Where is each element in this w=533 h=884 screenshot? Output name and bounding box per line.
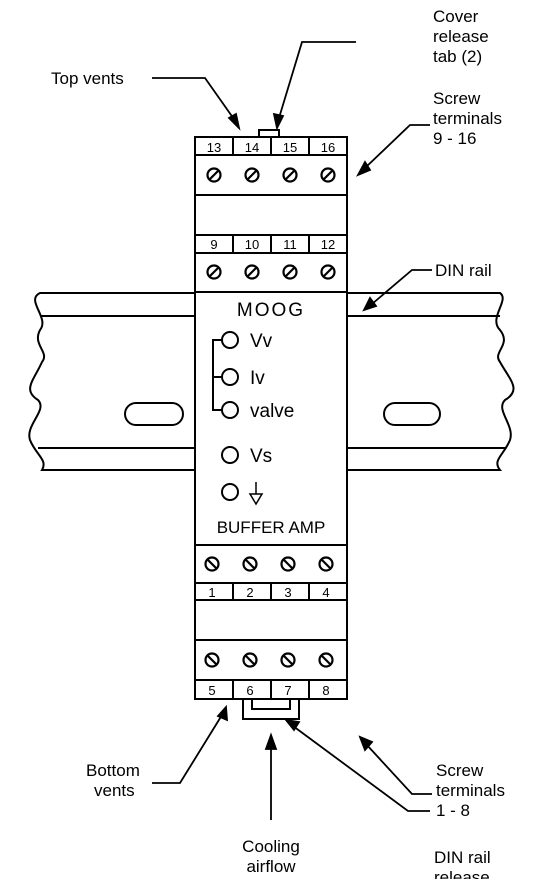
led-vv-icon bbox=[221, 331, 239, 349]
callout-cover-release-3: tab (2) bbox=[433, 47, 482, 66]
screw-icon bbox=[280, 652, 296, 668]
led-ground-icon bbox=[221, 483, 239, 501]
terminal-numbers-lower-mid: 1 2 3 4 bbox=[208, 585, 329, 600]
terminal-4-label: 4 bbox=[322, 585, 329, 600]
callout-cooling-2: airflow bbox=[246, 857, 296, 876]
terminal-6-label: 6 bbox=[246, 683, 253, 698]
led-indicators bbox=[221, 331, 239, 501]
screw-row-16 bbox=[206, 167, 336, 183]
callout-screw-terminals-top-2: terminals bbox=[433, 109, 502, 128]
terminal-1-label: 1 bbox=[208, 585, 215, 600]
callout-screw-terminals-top-3: 9 - 16 bbox=[433, 129, 476, 148]
led-label-iv: Iv bbox=[250, 368, 265, 389]
callout-din-release-2: release bbox=[434, 868, 490, 879]
din-rail bbox=[28, 292, 515, 471]
callout-cover-release-2: release bbox=[433, 27, 489, 46]
screw-row-4 bbox=[204, 556, 334, 572]
screw-icon bbox=[280, 556, 296, 572]
screw-icon bbox=[206, 264, 222, 280]
terminal-5-label: 5 bbox=[208, 683, 215, 698]
screw-icon bbox=[242, 652, 258, 668]
terminal-11-label: 11 bbox=[283, 237, 297, 252]
terminal-numbers-top: 13 14 15 16 bbox=[207, 140, 335, 155]
led-valve-icon bbox=[221, 401, 239, 419]
screw-icon bbox=[244, 264, 260, 280]
terminal-15-label: 15 bbox=[283, 140, 297, 155]
rail-slot-left bbox=[124, 402, 184, 426]
callout-screw-terminals-bottom-2: terminals bbox=[436, 781, 505, 800]
terminal-7-label: 7 bbox=[284, 683, 291, 698]
brand-logo: MOOG bbox=[237, 300, 305, 321]
led-label-vv: Vv bbox=[250, 331, 273, 352]
callout-screw-terminals-bottom-1: Screw bbox=[436, 761, 484, 780]
screw-icon bbox=[282, 264, 298, 280]
screw-icon bbox=[318, 652, 334, 668]
screw-icon bbox=[318, 556, 334, 572]
screw-icon bbox=[204, 652, 220, 668]
terminal-numbers-bottom: 5 6 7 8 bbox=[208, 683, 329, 698]
led-label-valve: valve bbox=[250, 401, 294, 422]
screw-icon bbox=[282, 167, 298, 183]
screw-icon bbox=[244, 167, 260, 183]
screw-icon bbox=[320, 167, 336, 183]
callout-screw-terminals-bottom-3: 1 - 8 bbox=[436, 801, 470, 820]
callout-bottom-vents-2: vents bbox=[94, 781, 135, 800]
ground-icon bbox=[248, 482, 264, 506]
terminal-14-label: 14 bbox=[245, 140, 259, 155]
screw-row-12 bbox=[206, 264, 336, 280]
terminal-3-label: 3 bbox=[284, 585, 291, 600]
model-label: BUFFER AMP bbox=[217, 518, 326, 537]
screw-icon bbox=[204, 556, 220, 572]
terminal-12-label: 12 bbox=[321, 237, 335, 252]
terminal-10-label: 10 bbox=[245, 237, 259, 252]
callout-top-vents: Top vents bbox=[51, 69, 124, 88]
callout-screw-terminals-top-1: Screw bbox=[433, 89, 481, 108]
led-vs-icon bbox=[221, 446, 239, 464]
led-label-vs: Vs bbox=[250, 446, 272, 467]
screw-icon bbox=[320, 264, 336, 280]
rail-slot-right bbox=[383, 402, 441, 426]
callout-din-rail: DIN rail bbox=[435, 261, 492, 280]
terminal-numbers-upper-mid: 9 10 11 12 bbox=[210, 237, 335, 252]
callout-arrows bbox=[152, 41, 432, 820]
led-iv-icon bbox=[221, 368, 239, 386]
terminal-9-label: 9 bbox=[210, 237, 217, 252]
callout-cover-release-1: Cover bbox=[433, 7, 479, 26]
screw-icon bbox=[206, 167, 222, 183]
callout-din-release-1: DIN rail bbox=[434, 848, 491, 867]
terminal-2-label: 2 bbox=[246, 585, 253, 600]
callout-bottom-vents-1: Bottom bbox=[86, 761, 140, 780]
terminal-13-label: 13 bbox=[207, 140, 221, 155]
terminal-8-label: 8 bbox=[322, 683, 329, 698]
callout-cooling-1: Cooling bbox=[242, 837, 300, 856]
screw-row-8 bbox=[204, 652, 334, 668]
terminal-16-label: 16 bbox=[321, 140, 335, 155]
cover-release-tab bbox=[258, 129, 280, 138]
screw-icon bbox=[242, 556, 258, 572]
module-body bbox=[194, 129, 348, 720]
